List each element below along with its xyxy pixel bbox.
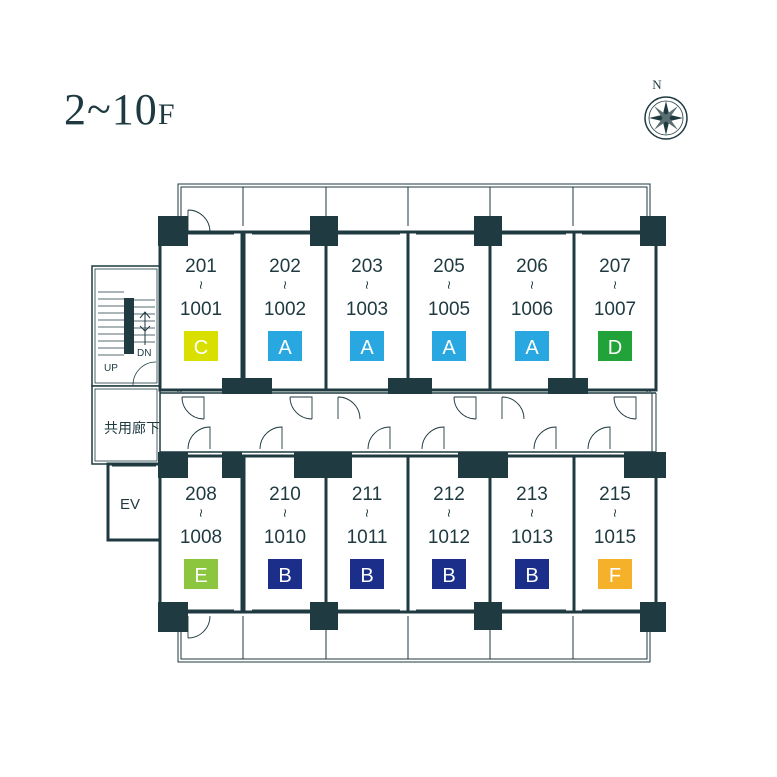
unit-range-end: 1001 (180, 299, 222, 320)
unit-range-start: 213 (516, 484, 548, 505)
unit-type-badge (350, 559, 384, 589)
unit-room (572, 230, 658, 392)
unit-range-tilde: ~ (276, 509, 293, 518)
unit-range-start: 205 (433, 256, 465, 277)
unit-type-badge (515, 331, 549, 361)
structural-columns (158, 216, 666, 632)
unit-range-tilde: ~ (523, 281, 540, 290)
unit-range-end: 1008 (180, 527, 222, 548)
unit-range-tilde: ~ (276, 281, 293, 290)
unit-type-label: A (360, 337, 374, 359)
floor-title-main: 2~10 (64, 85, 158, 134)
unit-range-tilde: ~ (192, 509, 209, 518)
unit-range-end: 1005 (428, 299, 470, 320)
unit-range-start: 207 (599, 256, 631, 277)
unit-range-tilde: ~ (606, 509, 623, 518)
unit-room (406, 230, 492, 392)
unit-range-end: 1012 (428, 527, 470, 548)
unit-range-end: 1015 (594, 527, 636, 548)
unit-type-label: A (278, 337, 292, 359)
unit-type-label: B (525, 565, 538, 587)
unit-range-tilde: ~ (358, 509, 375, 518)
unit-range-start: 215 (599, 484, 631, 505)
corridor (160, 392, 656, 454)
unit-room (488, 230, 576, 392)
unit-range-tilde: ~ (440, 509, 457, 518)
unit-range-end: 1013 (511, 527, 553, 548)
compass-icon: N (644, 77, 688, 140)
unit-range-tilde: ~ (358, 281, 375, 290)
unit-range-start: 203 (351, 256, 383, 277)
unit-range-start: 210 (269, 484, 301, 505)
unit-type-label: C (194, 337, 208, 359)
unit-range-start: 212 (433, 484, 465, 505)
unit-range-end: 1010 (264, 527, 306, 548)
unit-range-tilde: ~ (440, 281, 457, 290)
unit-room (158, 230, 244, 392)
compass-north-label: N (652, 77, 662, 92)
corridor-annex (91, 385, 161, 465)
unit-type-label: A (525, 337, 539, 359)
unit-type-label: B (278, 565, 291, 587)
unit-type-badge (515, 559, 549, 589)
unit-range-end: 1007 (594, 299, 636, 320)
stair: UP DN (91, 265, 161, 387)
unit-range-end: 1002 (264, 299, 306, 320)
unit-type-label: F (609, 565, 621, 587)
unit-range-end: 1011 (347, 527, 388, 548)
unit-range-end: 1006 (511, 299, 553, 320)
unit-range-tilde: ~ (523, 509, 540, 518)
elevator-label: EV (120, 496, 140, 513)
unit-range-start: 202 (269, 256, 301, 277)
unit-type-badge (268, 559, 302, 589)
unit-type-label: A (442, 337, 456, 359)
unit-room (242, 230, 328, 392)
unit-type-badge (268, 331, 302, 361)
stair-down-label: DN (137, 348, 151, 359)
unit-type-badge (350, 331, 384, 361)
unit-type-label: D (608, 337, 622, 359)
unit-type-badge (598, 559, 632, 589)
unit-type-label: B (360, 565, 373, 587)
unit-type-badge (432, 559, 466, 589)
unit-range-tilde: ~ (606, 281, 623, 290)
unit-range-start: 201 (185, 256, 217, 277)
unit-range-end: 1003 (346, 299, 388, 320)
unit-type-badge (432, 331, 466, 361)
unit-range-tilde: ~ (192, 281, 209, 290)
stair-up-label: UP (104, 363, 118, 374)
door-swings (181, 209, 637, 639)
unit-type-badge (598, 331, 632, 361)
unit-type-badge (184, 559, 218, 589)
elevator: EV (106, 462, 162, 542)
corridor-label: 共用廊下 (104, 420, 160, 436)
floor-title: 2~10F (64, 88, 176, 132)
unit-range-start: 206 (516, 256, 548, 277)
unit-range-start: 211 (352, 484, 382, 505)
unit-type-label: E (194, 565, 207, 587)
unit-range-start: 208 (185, 484, 217, 505)
unit-type-badge (184, 331, 218, 361)
floor-title-suffix: F (157, 98, 176, 131)
unit-type-label: B (442, 565, 455, 587)
